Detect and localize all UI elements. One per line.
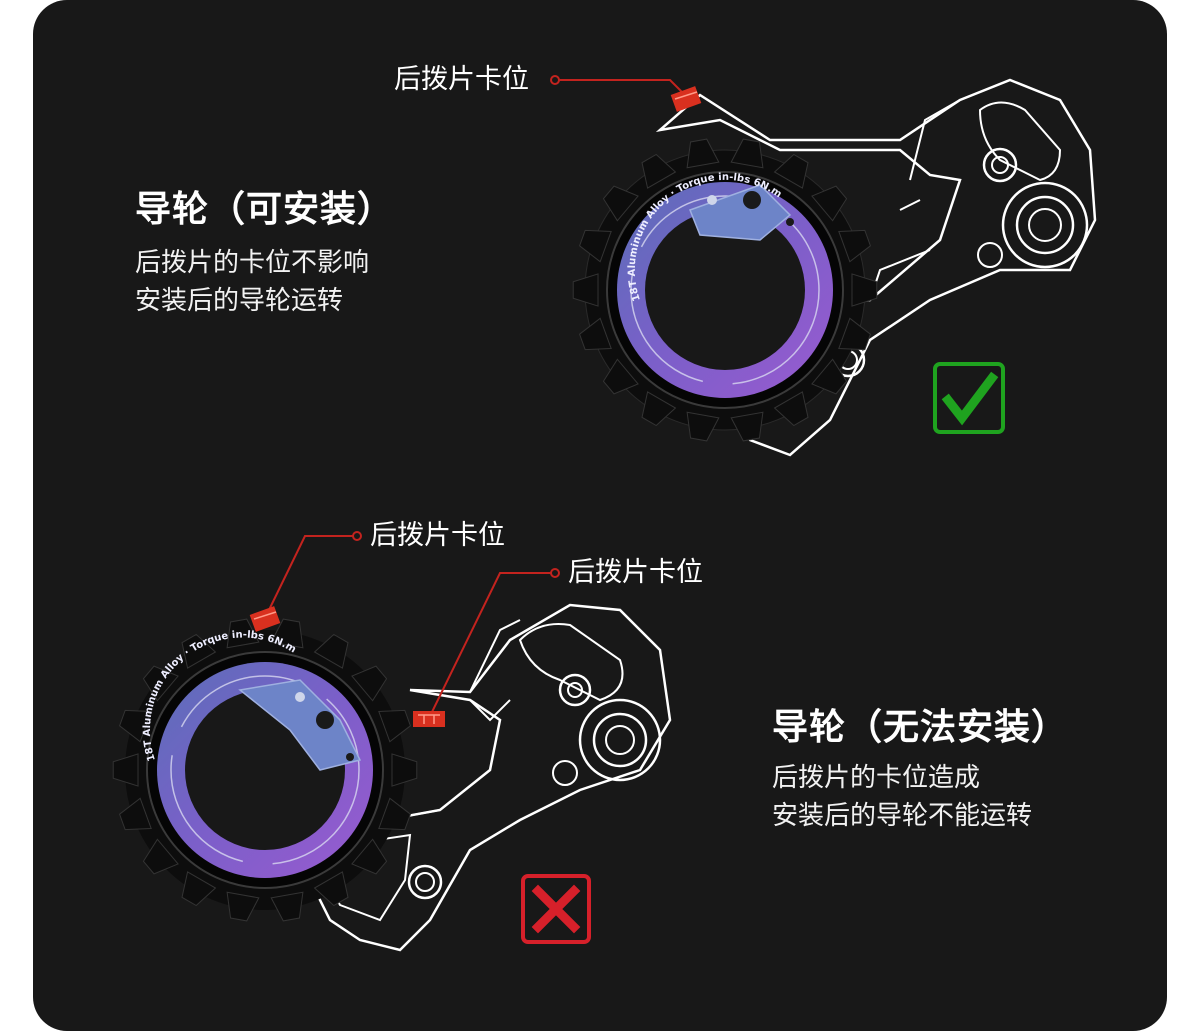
bottom-description-line-1: 后拨片的卡位造成 — [772, 763, 981, 793]
pulley-tooth — [578, 317, 612, 351]
top-callout-label: 后拨片卡位 — [394, 64, 529, 95]
top-description: 后拨片的卡位不影响 安装后的导轮运转 — [135, 244, 369, 320]
bottom-description: 后拨片的卡位造成 安装后的导轮不能运转 — [772, 759, 1032, 835]
cross-icon — [521, 874, 591, 944]
pulley-tooth — [730, 138, 764, 169]
pulley-tooth — [578, 229, 612, 263]
pulley-tooth — [378, 709, 412, 743]
pulley-tooth — [181, 871, 217, 907]
pulley-tooth — [142, 665, 179, 702]
pulley-tooth — [313, 871, 349, 907]
pulley-tooth — [378, 797, 412, 831]
pulley-tooth — [270, 891, 304, 922]
pulley-tooth — [602, 185, 639, 222]
pulley-tooth — [351, 665, 388, 702]
pulley-tooth — [142, 838, 179, 875]
pulley-tooth — [641, 391, 677, 427]
pulley-tooth — [270, 618, 304, 649]
pulley-tooth — [391, 753, 418, 787]
bottom-callout-2 — [413, 568, 560, 727]
pulley-tooth — [686, 138, 720, 169]
pulley-tooth — [641, 153, 677, 189]
pulley-tooth — [112, 753, 139, 787]
pulley-tooth — [838, 229, 872, 263]
top-callout — [550, 75, 702, 112]
bottom-pulley: 18T Aluminum Alloy · Torque in-lbs 6N.m — [112, 618, 418, 922]
pulley-tooth — [118, 797, 152, 831]
pulley-tooth — [730, 411, 764, 442]
top-pulley: 18T Aluminum Alloy · Torque in-lbs 6N.m — [572, 138, 878, 442]
pulley-tooth — [572, 273, 599, 307]
pulley-tooth — [118, 709, 152, 743]
pulley-tooth — [226, 891, 260, 922]
pulley-tooth — [838, 317, 872, 351]
pulley-tooth — [351, 838, 388, 875]
check-icon — [933, 362, 1005, 434]
pulley-tooth — [313, 633, 349, 669]
top-pulley-tooth-ring — [572, 138, 878, 442]
pulley-tooth — [811, 185, 848, 222]
pulley-tooth — [851, 273, 878, 307]
pulley-tooth — [773, 391, 809, 427]
top-description-line-2: 安装后的导轮运转 — [135, 286, 344, 316]
pulley-tooth — [181, 633, 217, 669]
top-title: 导轮（可安装） — [135, 189, 395, 230]
bottom-callout-label-1: 后拨片卡位 — [370, 520, 505, 551]
bottom-callout-1 — [249, 531, 362, 632]
bottom-title: 导轮（无法安装） — [772, 707, 1069, 748]
pulley-tooth — [811, 358, 848, 395]
bottom-description-line-2: 安装后的导轮不能运转 — [772, 801, 1033, 831]
bottom-pulley-tooth-ring — [112, 618, 418, 922]
bottom-notch-marker-2 — [413, 711, 445, 727]
pulley-tooth — [226, 618, 260, 649]
pulley-tooth — [686, 411, 720, 442]
bottom-callout-label-2: 后拨片卡位 — [568, 557, 703, 588]
pulley-tooth — [602, 358, 639, 395]
top-description-line-1: 后拨片的卡位不影响 — [135, 248, 370, 278]
pulley-tooth — [773, 153, 809, 189]
